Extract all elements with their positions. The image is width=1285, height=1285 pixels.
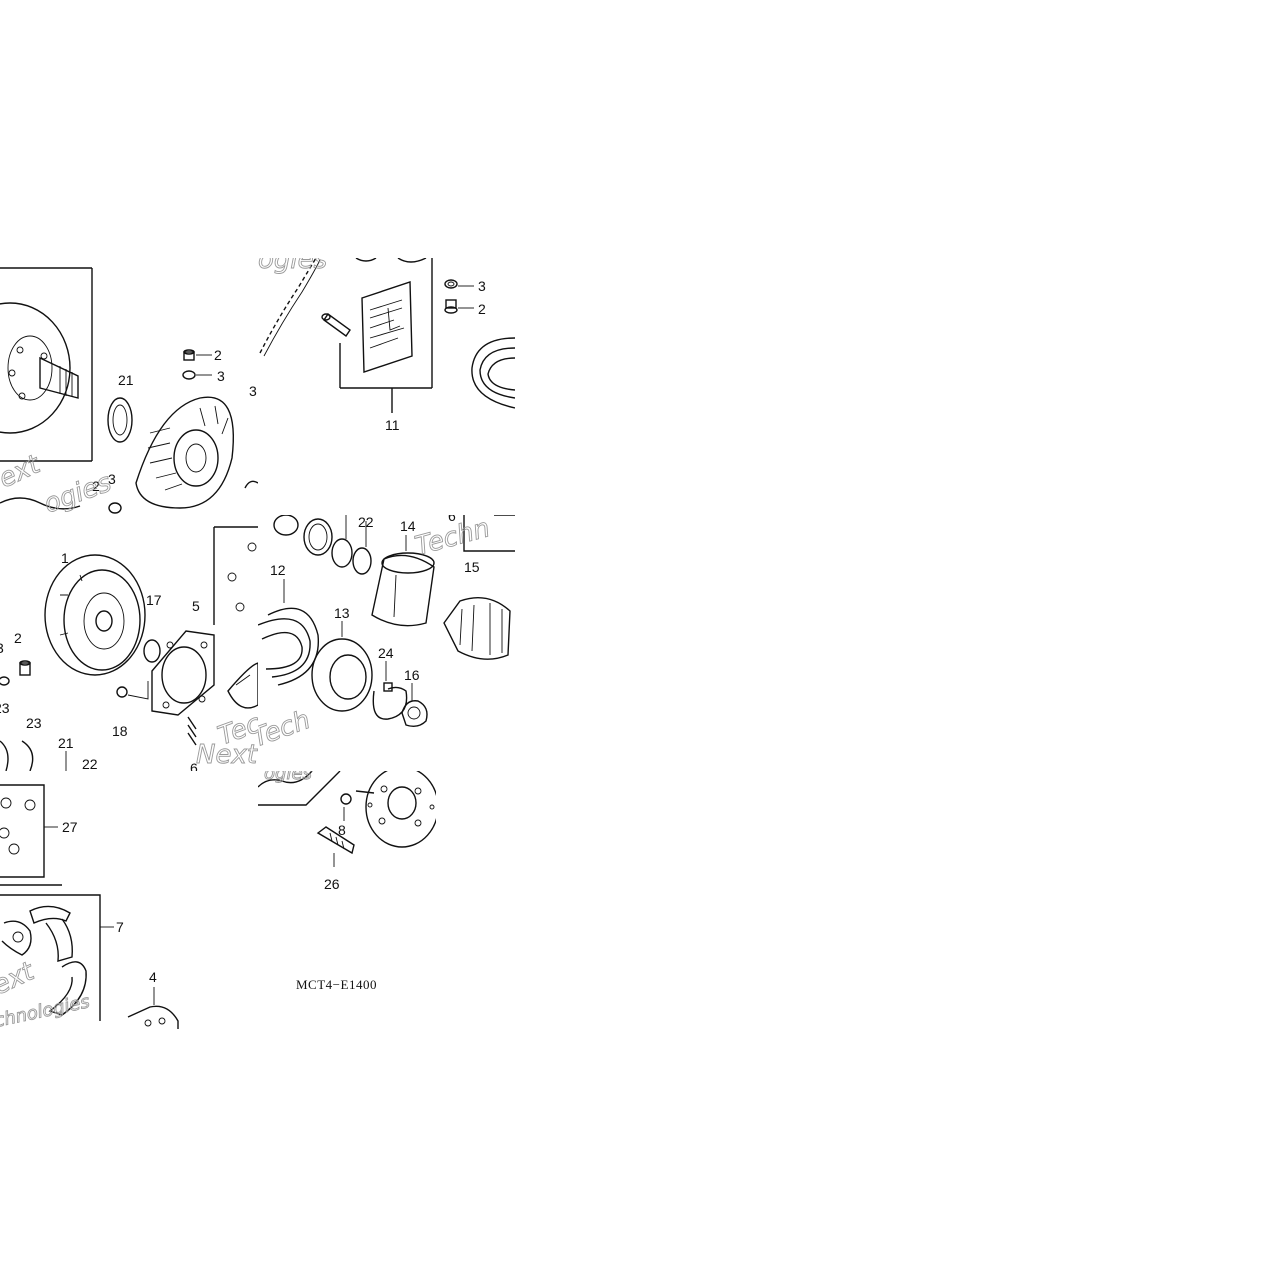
callout-6: 6 [448,515,456,524]
diagram-tile-drive-face: 21 2 3 3 2 3 ext ogies [0,258,258,515]
callout-16: 16 [404,667,420,683]
callout-26-area: 26 [310,870,360,896]
watermark-text: ogies [40,468,115,515]
watermark-text: chnologies [0,991,92,1029]
watermark-text: Next [196,740,258,770]
callout-3c: 3 [108,471,116,487]
callout-5: 5 [192,598,200,614]
callout-21: 21 [58,735,74,751]
callout-2: 2 [14,630,22,646]
diagram-tile-driven-pulley: 22 14 6 15 12 13 24 16 Techn Tech [258,515,515,771]
diagram-code: MCT4−E1400 [296,977,377,992]
pulley-face-drawing: 21 2 3 3 2 3 ext ogies [0,267,258,515]
callout-26: 26 [324,878,340,881]
callout-15: 15 [464,559,480,575]
callout-2: 2 [478,301,486,317]
spring-drawing: 22 14 6 15 12 13 24 16 Techn Tech [258,515,515,754]
callout-18: 18 [112,723,128,739]
watermark-text: Tech [258,705,314,754]
diagram-tile-clutch-shoes: 27 7 4 ext chnologies [0,771,258,1029]
watermark-text: Techn [412,515,493,562]
callout-23b: 23 [26,715,42,731]
callout-26-label: 26 [324,876,340,892]
bolt-drawing: 8 26 ogies [258,771,436,881]
diagram-tile-brake-disc: 8 26 ogies [258,771,436,881]
callout-22: 22 [358,515,374,530]
watermark-text: ogies [258,258,327,275]
callout-3b: 3 [249,383,257,399]
callout-13: 13 [334,605,350,621]
diagram-tile-clutch-outer: 1 3 2 17 5 18 23 23 21 22 6 Next Techn [0,515,258,771]
callout-21: 21 [118,372,134,388]
label-plate-drawing: ogies 3 2 11 [258,258,515,433]
callout-12: 12 [270,562,286,578]
callout-2: 2 [214,347,222,363]
callout-4: 4 [149,969,157,985]
callout-8: 8 [338,822,346,838]
callout-3: 3 [217,368,225,384]
diagram-tile-label-set: ogies 3 2 11 [258,258,515,515]
callout-11: 11 [385,417,400,433]
callout-27: 27 [62,819,78,835]
callout-3: 3 [0,640,4,656]
callout-14: 14 [400,518,416,534]
callout-6: 6 [190,760,198,771]
clutch-drum-drawing: 1 3 2 17 5 18 23 23 21 22 6 Next Techn [0,526,258,771]
watermark-text: ogies [264,771,312,784]
callout-24: 24 [378,645,394,661]
watermark-text: ext [0,449,45,494]
callout-17: 17 [146,592,162,608]
callout-22: 22 [82,756,98,771]
callout-3: 3 [478,278,486,294]
callout-1: 1 [61,550,69,566]
callout-23a: 23 [0,700,10,716]
callout-7: 7 [116,919,124,935]
callout-2b: 2 [92,478,100,494]
clutch-shoe-drawing: 27 7 4 ext chnologies [0,784,179,1029]
watermark-text: ext [0,956,39,1001]
